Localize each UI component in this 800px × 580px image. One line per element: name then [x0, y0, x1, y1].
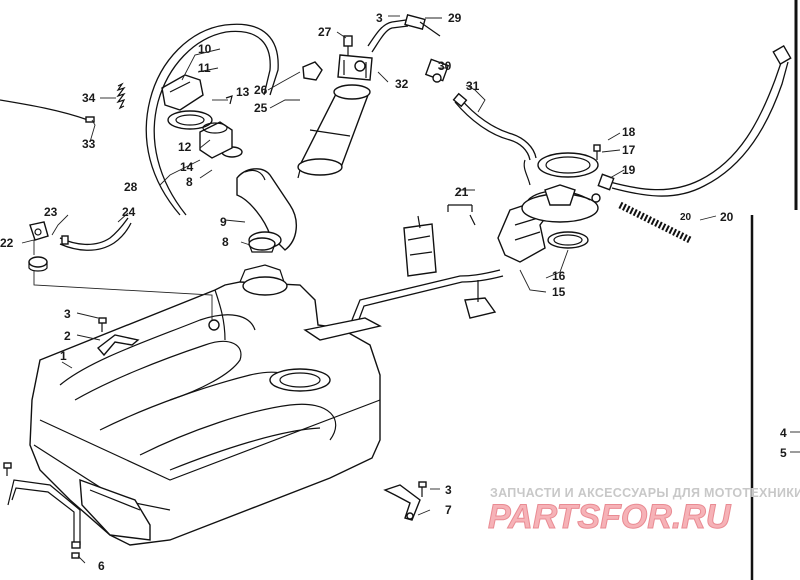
callout-28: 28 [124, 180, 138, 194]
check-valve-23 [29, 221, 49, 241]
screw-left-bottom [3, 462, 12, 476]
callout-21: 21 [455, 185, 469, 199]
corrugated-vent-tube-20 [618, 201, 692, 244]
hose-19-end-fitting [772, 44, 792, 66]
callout-10: 10 [198, 42, 212, 56]
watermark-logo: PARTSFOR.RU [488, 498, 732, 536]
callout-34: 34 [82, 91, 96, 105]
filler-adapter [199, 121, 233, 159]
fitting-29 [404, 13, 426, 31]
connector-21 [403, 214, 476, 277]
callout-18: 18 [622, 125, 636, 139]
fuel-sender-arm [464, 297, 497, 319]
vent-line-end [85, 116, 95, 123]
watermark-tagline: ЗАПЧАСТИ И АКСЕССУАРЫ ДЛЯ МОТОТЕХНИКИ [490, 486, 800, 500]
quick-connect-30 [424, 58, 450, 83]
vent-line-33 [0, 99, 89, 121]
fuel-cap [161, 74, 204, 111]
callout-15: 15 [552, 285, 566, 299]
callout-13: 13 [236, 85, 250, 99]
fuel-pickup-arm [351, 269, 501, 321]
fuel-hose-21-bracket [447, 204, 473, 212]
callout-33: 33 [82, 137, 96, 151]
callout-11: 11 [198, 61, 211, 75]
callout-8b: 8 [222, 235, 229, 249]
leader-lines [21, 15, 800, 564]
hose-24-inner [59, 222, 132, 251]
hose-24 [59, 217, 129, 246]
callout-23: 23 [44, 205, 58, 219]
fuel-line-upper [371, 25, 409, 53]
filter-bracket [337, 54, 373, 81]
callout-19: 19 [622, 163, 636, 177]
callout-14: 14 [180, 160, 194, 174]
fuel-hose-19 [609, 59, 783, 191]
hose-24-clamp [61, 235, 69, 245]
tank-strap-right [383, 484, 421, 521]
fuel-filter-25 [297, 84, 371, 179]
cap-gasket [167, 110, 213, 130]
callout-17: 17 [622, 143, 636, 157]
callout-32: 32 [395, 77, 409, 91]
screw-17 [593, 144, 601, 160]
callout-8a: 8 [186, 175, 193, 189]
tank-strap-left [7, 479, 81, 549]
fuel-sender-float [303, 317, 382, 341]
clamp-27 [343, 35, 353, 56]
callout-20a: 20 [680, 212, 692, 223]
callout-3a: 3 [64, 307, 71, 321]
pump-lock-ring-18 [537, 152, 599, 178]
callout-29: 29 [448, 11, 462, 25]
callout-12: 12 [178, 140, 192, 154]
fuel-hose-31-inner [459, 97, 537, 159]
callout-31: 31 [466, 79, 480, 93]
fuel-hose-19-inner [611, 61, 789, 197]
hose-31-end [523, 159, 531, 186]
watermark: ЗАПЧАСТИ И АКСЕССУАРЫ ДЛЯ МОТОТЕХНИКИ PA… [488, 486, 800, 537]
callout-3c: 3 [445, 483, 452, 497]
hose-31-clamp [452, 92, 468, 108]
fuel-tank [29, 264, 381, 546]
clip-13 [225, 95, 233, 105]
callout-2: 2 [64, 329, 71, 343]
fuel-line-upper-inner [367, 19, 407, 47]
callout-9: 9 [220, 215, 227, 229]
hose-19-connector [597, 173, 615, 191]
callout-4: 4 [780, 426, 787, 440]
callout-30: 30 [438, 59, 452, 73]
grommet-22 [28, 256, 48, 272]
fuel-hose-31 [454, 101, 531, 161]
fuel-pump-15 [497, 184, 601, 263]
callout-5: 5 [780, 446, 787, 460]
screw-3a [98, 317, 107, 332]
clip-29-wire [419, 21, 441, 37]
callout-24: 24 [122, 205, 136, 219]
fuel-pickup-arm-inner [357, 275, 504, 323]
callout-16: 16 [552, 269, 566, 283]
callout-26: 26 [254, 83, 268, 97]
callout-labels: 1 2 3 3 3 4 5 6 7 8 8 9 10 11 12 13 14 1… [0, 11, 787, 573]
screw-3c [418, 481, 427, 497]
vent-hose-28 [145, 23, 279, 216]
bracket-2 [96, 334, 140, 357]
callout-6: 6 [98, 559, 105, 573]
callout-20b: 20 [720, 210, 734, 224]
hose-clamp-lower [248, 237, 276, 253]
callout-7: 7 [445, 503, 452, 517]
callout-25: 25 [254, 101, 268, 115]
callout-1: 1 [60, 349, 67, 363]
callout-27: 27 [318, 25, 332, 39]
spring-34 [116, 82, 126, 110]
vent-hose-28-inner [153, 30, 271, 216]
pump-gasket-16 [547, 231, 589, 249]
screw-6 [71, 552, 80, 559]
callout-22: 22 [0, 236, 14, 250]
callout-3b: 3 [376, 11, 383, 25]
nut-26 [302, 61, 323, 81]
